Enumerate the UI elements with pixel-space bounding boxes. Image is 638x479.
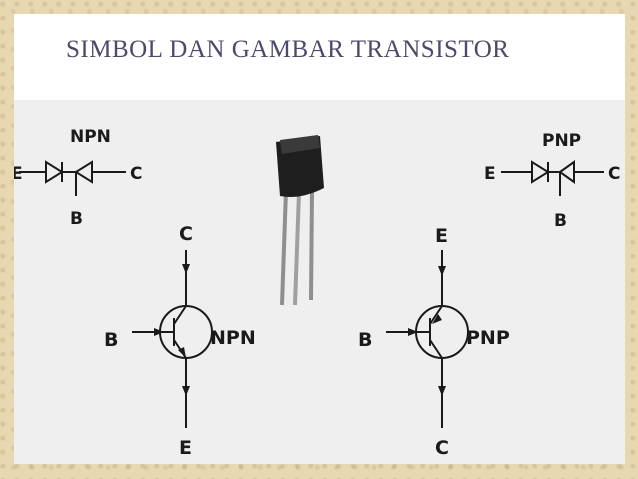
pnp-diode-model: [501, 160, 604, 196]
pnp-transistor-symbol: [386, 250, 469, 428]
npn-symbol-label: NPN: [210, 327, 256, 349]
npn-emitter-down-arrow-icon: [182, 386, 190, 396]
pnp-symbol-top-label: E: [435, 225, 448, 247]
npn-diode-model: [19, 160, 126, 196]
npn-symbol-base-label: B: [104, 329, 118, 351]
title-area: SIMBOL DAN GAMBAR TRANSISTOR: [14, 14, 625, 100]
slide: SIMBOL DAN GAMBAR TRANSISTOR: [11, 14, 625, 464]
transistor-photo: [276, 135, 324, 306]
slide-title: SIMBOL DAN GAMBAR TRANSISTOR: [66, 36, 510, 63]
pnp-symbol-bottom-label: C: [435, 437, 449, 459]
npn-symbol-bottom-label: E: [179, 437, 192, 459]
pnp-diode-collector-label: C: [608, 164, 620, 184]
npn-symbol-top-label: C: [179, 223, 193, 245]
pnp-diode-label: PNP: [542, 131, 581, 151]
pnp-symbol-label: PNP: [466, 327, 510, 349]
pnp-diode-base-label: B: [554, 211, 567, 231]
transistor-diagram-svg: NPN E C B PNP E C B C B NPN E E B PNP C: [11, 127, 620, 459]
pnp-base-arrow-icon: [408, 328, 418, 336]
npn-collector-arrow-icon: [182, 264, 190, 274]
npn-base-arrow-icon: [154, 328, 164, 336]
pnp-emitter-inner-arrow-icon: [432, 314, 442, 324]
pnp-collector-arrow-icon: [438, 386, 446, 396]
npn-transistor-symbol: [132, 250, 213, 428]
npn-emitter-arrow-icon: [178, 347, 186, 358]
pnp-emitter-arrow-icon: [438, 266, 446, 276]
pnp-diode-emitter-label: E: [484, 164, 496, 184]
transistor-figure: NPN E C B PNP E C B C B NPN E E B PNP C: [11, 100, 625, 464]
npn-diode-emitter-label: E: [14, 164, 23, 184]
pnp-symbol-base-label: B: [358, 329, 372, 351]
npn-diode-base-label: B: [70, 209, 83, 229]
npn-diode-label: NPN: [70, 127, 111, 147]
npn-diode-collector-label: C: [130, 164, 142, 184]
